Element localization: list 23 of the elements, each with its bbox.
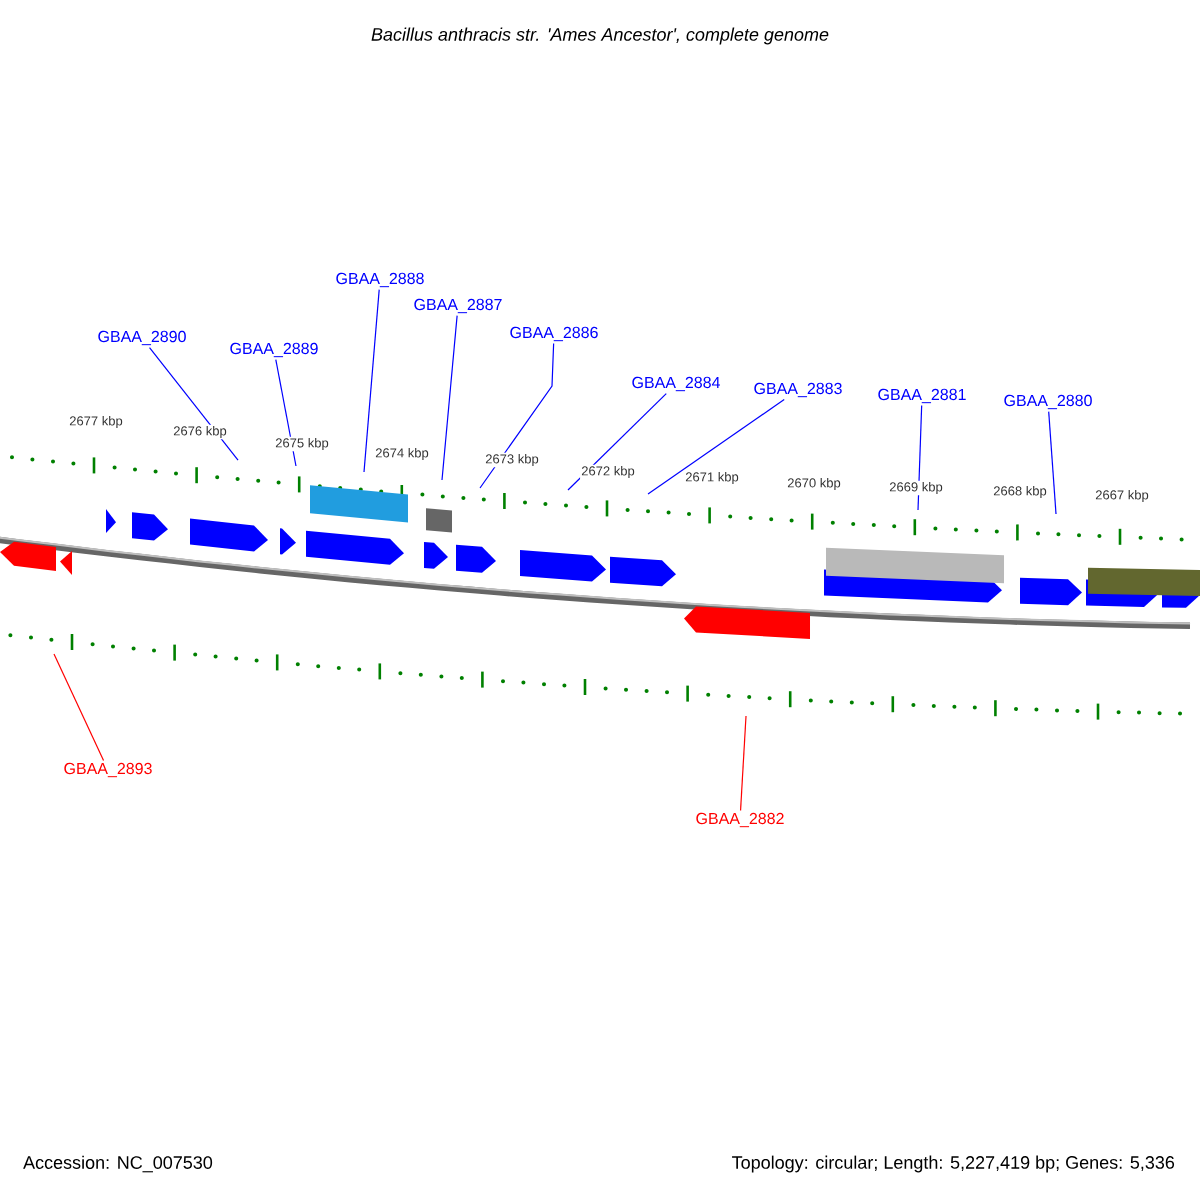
footer-text: Accession: NC_007530 xyxy=(23,1155,213,1173)
gene-label: GBAA_2880 xyxy=(1004,394,1092,410)
gene-label: GBAA_2888 xyxy=(336,272,424,288)
gene-label: GBAA_2887 xyxy=(414,298,502,314)
footer-text: Topology: circular; Length: 5,227,419 bp; Genes: 5,336 xyxy=(732,1155,1175,1173)
gene-label: GBAA_2886 xyxy=(510,326,598,342)
gene-label: GBAA_2893 xyxy=(64,762,152,778)
gene-label: GBAA_2890 xyxy=(98,330,186,346)
gene-label: GBAA_2881 xyxy=(878,388,966,404)
gene-label: GBAA_2889 xyxy=(230,342,318,358)
leader-line xyxy=(363,288,380,473)
leader-line xyxy=(647,399,785,495)
title: Bacillus anthracis str. 'Ames Ancestor', complete genome xyxy=(371,27,829,45)
leader-line xyxy=(441,314,458,481)
leader-line xyxy=(479,342,555,489)
leader-line xyxy=(739,715,747,812)
leader-line xyxy=(1048,410,1057,515)
gene-label: GBAA_2883 xyxy=(754,382,842,398)
gene-label: GBAA_2884 xyxy=(632,376,720,392)
leader-line xyxy=(53,653,105,762)
leader-line xyxy=(567,393,667,491)
leader-line xyxy=(148,347,239,461)
gene-label: GBAA_2882 xyxy=(696,812,784,828)
